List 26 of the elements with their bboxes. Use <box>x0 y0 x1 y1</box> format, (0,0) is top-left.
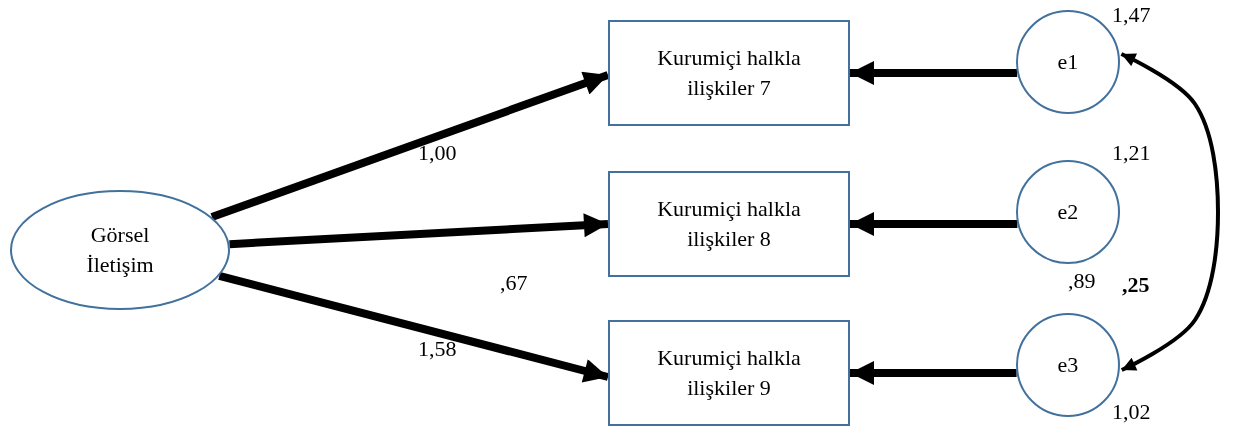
arrow <box>850 61 1018 85</box>
arrow <box>218 271 609 383</box>
node-label: Kurumiçi halkla ilişkiler 7 <box>656 44 802 102</box>
latent-variable-ellipse <box>10 190 230 310</box>
arrow <box>850 212 1018 236</box>
coefficient-label: ,25 <box>1122 272 1150 298</box>
observed-variable-box <box>608 20 850 126</box>
variance-value: ,89 <box>1068 268 1096 294</box>
coefficient-label: ,67 <box>500 270 528 296</box>
arrow <box>210 71 610 221</box>
node-label: e3 <box>1057 351 1079 380</box>
observed-variable-box <box>608 320 850 426</box>
coefficient-label: 1,58 <box>418 336 457 362</box>
node-label: e2 <box>1057 198 1079 227</box>
node-label: Kurumiçi halkla ilişkiler 9 <box>656 344 802 402</box>
node-label: Kurumiçi halkla ilişkiler 8 <box>656 195 802 253</box>
coefficient-label: 1,00 <box>418 140 457 166</box>
observed-variable-box <box>608 171 850 277</box>
covariance-arrow <box>1120 52 1220 372</box>
variance-value: 1,21 <box>1112 140 1151 166</box>
node-label: e1 <box>1057 48 1079 77</box>
node-label: Görsel İletişim <box>85 221 155 279</box>
arrow <box>850 361 1017 385</box>
arrow <box>229 213 609 249</box>
variance-value: 1,47 <box>1112 2 1151 28</box>
variance-value: 1,02 <box>1112 399 1151 425</box>
